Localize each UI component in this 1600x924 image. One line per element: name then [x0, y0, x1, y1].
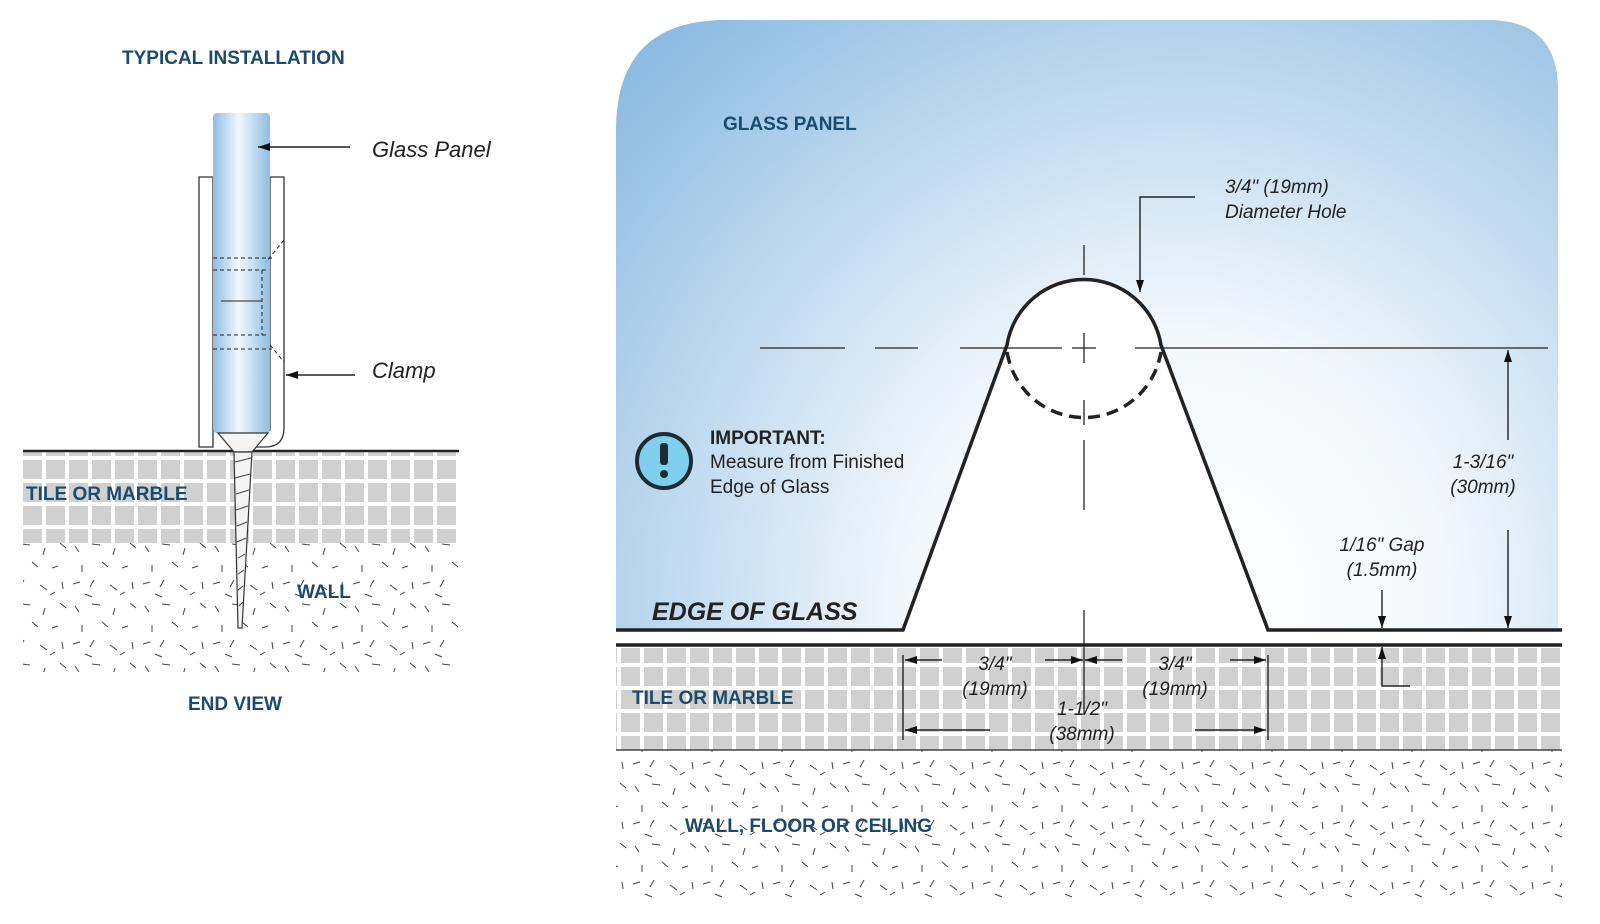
important-line-2: Edge of Glass: [710, 477, 829, 498]
notch-cutout: [903, 279, 1268, 630]
clamp-left: [198, 176, 214, 448]
total-width-dimension-mm: (38mm): [1049, 724, 1114, 745]
end-view: TYPICAL INSTALLATION Glass Panel Clamp T…: [23, 48, 492, 715]
glass-panel-label-right: GLASS PANEL: [723, 114, 857, 135]
half-left-dimension: 3/4": [978, 654, 1012, 675]
clamp-label: Clamp: [372, 358, 436, 383]
half-right-dimension: 3/4": [1158, 654, 1192, 675]
notch-detail: 3/4" (19mm) Diameter Hole GLASS PANEL IM…: [616, 20, 1562, 900]
glass-panel-label: Glass Panel: [372, 137, 492, 162]
important-line-1: Measure from Finished: [710, 452, 904, 473]
important-title: IMPORTANT:: [710, 428, 826, 449]
edge-of-glass-label: EDGE OF GLASS: [652, 598, 858, 626]
half-right-dimension-mm: (19mm): [1142, 679, 1207, 700]
half-left-dimension-mm: (19mm): [962, 679, 1027, 700]
edge-of-glass-line: [616, 277, 1562, 632]
tile-layer-right: [616, 648, 1562, 750]
hole-description: Diameter Hole: [1225, 202, 1346, 223]
wall-floor-ceiling-label: WALL, FLOOR OR CEILING: [685, 816, 932, 837]
gap-dimension: 1/16" Gap: [1340, 535, 1425, 556]
typical-installation-title: TYPICAL INSTALLATION: [122, 48, 345, 69]
screw-head: [216, 432, 270, 453]
height-dimension: 1-3/16": [1453, 452, 1515, 473]
wall-label: WALL: [297, 582, 351, 603]
hidden-bolt-lines: [213, 239, 285, 363]
center-lines: [760, 245, 1548, 715]
hole-leader: [1136, 196, 1195, 292]
height-dimension-mm: (30mm): [1450, 477, 1515, 498]
screw: [233, 451, 253, 629]
hole-dimension: 3/4" (19mm): [1225, 177, 1329, 198]
tile-label-right: TILE OR MARBLE: [632, 688, 794, 709]
glass-panel: [213, 113, 270, 433]
tile-label: TILE OR MARBLE: [26, 484, 188, 505]
wall-layer-right: [616, 750, 1562, 900]
end-view-label: END VIEW: [188, 694, 282, 715]
important-icon: [635, 432, 693, 490]
total-width-dimension: 1-1/2": [1057, 699, 1108, 720]
gap-dimension-mm: (1.5mm): [1347, 560, 1418, 581]
